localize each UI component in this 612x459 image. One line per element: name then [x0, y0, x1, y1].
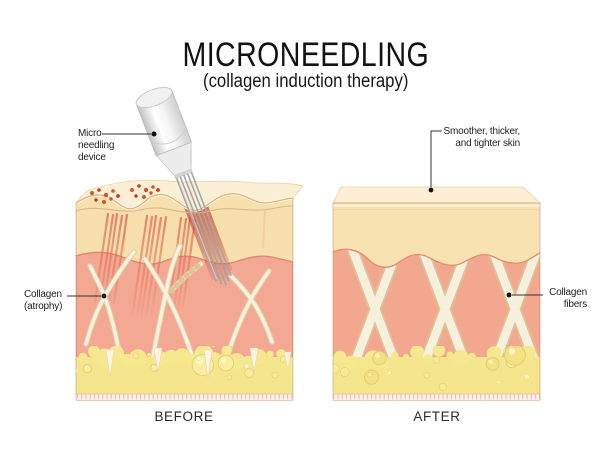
device-label-line-2: needling	[78, 140, 115, 151]
collagen-atrophy-line-2: (atrophy)	[24, 301, 63, 312]
collagen-atrophy-line-1: Collagen	[24, 289, 62, 300]
collagen-tips-before	[105, 347, 292, 379]
injury-dots	[90, 184, 160, 204]
collagen-fibers-line-1: Collagen	[549, 287, 587, 298]
smoother-skin-label: Smoother, thicker, and tighter skin	[428, 126, 521, 150]
page-subtitle: (collagen induction therapy)	[0, 71, 612, 93]
microneedling-device-label: Micro needling device	[78, 128, 114, 164]
page-subtitle-text: (collagen induction therapy)	[203, 71, 409, 92]
microneedling-device	[135, 87, 232, 286]
page-title-text: MICRONEEDLING	[182, 36, 430, 74]
smoother-skin-line-1: Smoother, thicker,	[443, 126, 521, 137]
smoother-skin-line-2: and tighter skin	[455, 138, 520, 149]
device-needles	[175, 171, 232, 286]
collagen-fibers-label: Collagen fibers	[517, 287, 587, 311]
basement-band-before	[76, 393, 293, 401]
device-label-line-3: device	[78, 152, 106, 163]
after-caption: AFTER	[413, 409, 461, 424]
before-caption: BEFORE	[154, 409, 214, 424]
skin-surface-top-after	[332, 186, 542, 204]
fat-layer-before	[76, 346, 287, 380]
device-label-line-1: Micro	[78, 128, 102, 139]
skin-block-after	[332, 186, 542, 401]
pointer-lines	[67, 130, 543, 299]
collagen-atrophy-label: Collagen (atrophy)	[24, 289, 62, 313]
collagen-fibers-line-2: fibers	[563, 299, 587, 310]
basement-band-after	[333, 393, 540, 401]
fat-layer-after	[333, 346, 536, 391]
page-title: MICRONEEDLING	[0, 36, 612, 75]
